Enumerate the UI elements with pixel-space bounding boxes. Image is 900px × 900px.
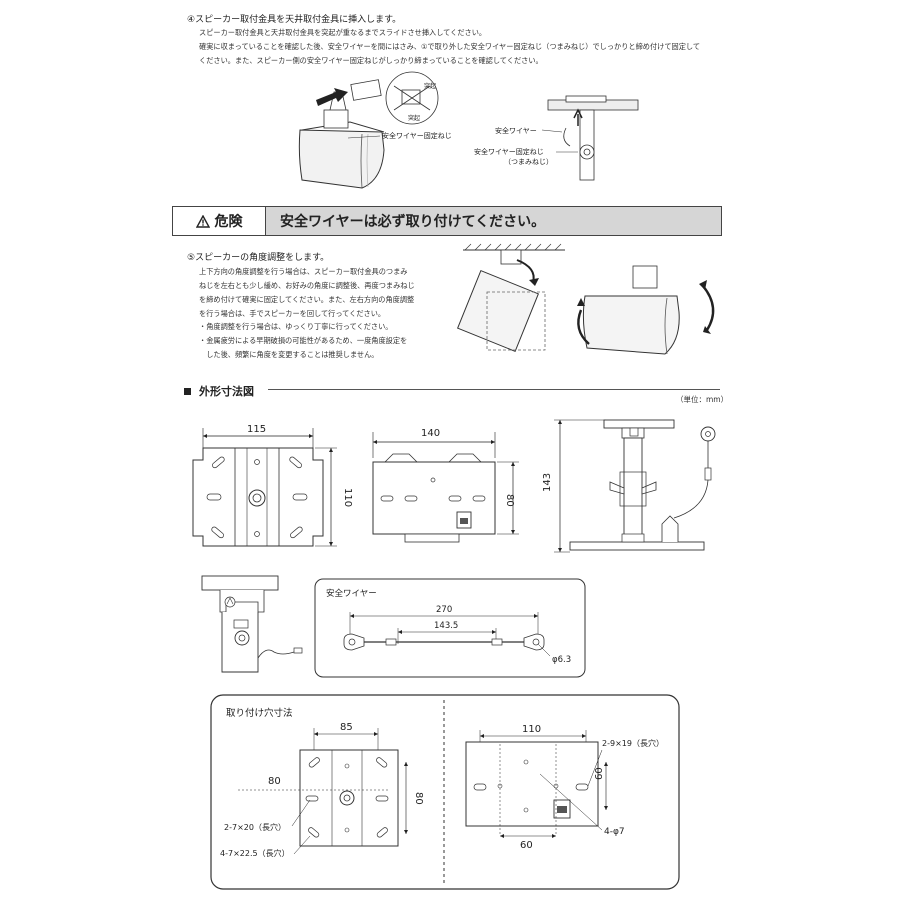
speaker-figure	[298, 91, 385, 189]
front-height-label: 110	[342, 488, 353, 507]
section-divider	[268, 389, 720, 390]
unit-label: （単位：mm）	[676, 395, 729, 404]
warning-triangle-icon	[195, 214, 210, 228]
section-title-text: 外形寸法図	[199, 385, 254, 398]
small-side-view-drawing	[201, 575, 303, 673]
danger-banner: 危険 安全ワイヤーは必ず取り付けてください。	[172, 206, 722, 236]
left-height-label: 80	[413, 792, 424, 805]
step4-line: スピーカー取付金具と天井取付金具を突起が重なるまでスライドさせ挿入してください。	[199, 28, 487, 37]
bump-label: 突起	[424, 82, 436, 90]
step5-line: を行う場合は、手でスピーカーを回して行ってください。	[199, 309, 386, 318]
mounting-title: 取り付け穴寸法	[226, 707, 293, 719]
step5-line: ねじを左右とも少し緩め、お好みの角度に調整後、再度つまみねじ	[199, 281, 415, 290]
step5-note: ・角度調整を行う場合は、ゆっくり丁寧に行ってください。	[199, 322, 393, 331]
step5-title: ⑤スピーカーの角度調整をします。	[187, 253, 330, 263]
right-hole-label: 4-φ7	[604, 827, 625, 837]
knob-screw-label: （つまみねじ）	[504, 158, 553, 166]
step5-line: 上下方向の角度調整を行う場合は、スピーカー取付金具のつまみ	[199, 267, 408, 276]
ceiling-hatch	[463, 243, 565, 251]
step5-note: した後、頻繁に角度を変更することは推奨しません。	[199, 350, 379, 359]
right-height-label: 60	[594, 767, 605, 780]
step4-illustration: 突起 突起 安全ワイヤー固定ねじ 安全ワイヤー 安全ワイヤー固定ねじ （つまみね…	[298, 71, 639, 189]
left-offset-label: 80	[268, 776, 281, 787]
section-title: 外形寸法図	[184, 383, 254, 399]
right-width-label: 110	[522, 724, 541, 735]
top-width-label: 140	[421, 428, 440, 439]
mounting-holes-box: 取り付け穴寸法 85 80 80 2-7×20（長穴） 4-7×22.5（長穴）…	[210, 694, 680, 890]
wire-total-label: 270	[436, 605, 452, 615]
wire-screw-label: 安全ワイヤー固定ねじ	[382, 131, 452, 140]
danger-label: 危険	[214, 214, 243, 230]
safety-wire-title: 安全ワイヤー	[326, 588, 377, 599]
section-bullet-icon	[184, 387, 191, 395]
wire-inner-label: 143.5	[434, 621, 458, 631]
right-bottom-label: 60	[520, 840, 533, 851]
top-height-label: 80	[504, 494, 515, 507]
right-slot-label: 2-9×19（長穴）	[602, 738, 664, 748]
top-view-drawing: 140 80	[372, 428, 519, 543]
step5-note: ・金属疲労による早期破損の可能性があるため、一度角度設定を	[199, 336, 408, 345]
step4-line: ください。また、スピーカー側の安全ワイヤー固定ねじがしっかり締まっていることを確…	[199, 56, 543, 65]
step5-notes: ・角度調整を行う場合は、ゆっくり丁寧に行ってください。 ・金属疲労による早期破損…	[199, 320, 407, 362]
wire-hole-label: φ6.3	[552, 655, 571, 665]
front-width-label: 115	[247, 424, 266, 435]
side-height-label: 143	[542, 473, 553, 492]
arrow-icon	[316, 88, 348, 106]
bump-label: 突起	[408, 114, 420, 122]
wire-screw-label-2: 安全ワイヤー固定ねじ	[474, 147, 544, 156]
step4-body: スピーカー取付金具と天井取付金具を突起が重なるまでスライドさせ挿入してください。…	[199, 26, 700, 68]
front-view-drawing: 115 110	[192, 424, 353, 547]
left-slot-b-label: 4-7×22.5（長穴）	[220, 848, 290, 858]
step5-illustration	[456, 243, 715, 355]
ceiling-bracket-figure	[547, 95, 639, 181]
step5-body: 上下方向の角度調整を行う場合は、スピーカー取付金具のつまみ ねじを左右とも少し緩…	[199, 265, 415, 321]
left-slot-a-label: 2-7×20（長穴）	[224, 822, 286, 832]
safety-wire-label: 安全ワイヤー	[495, 126, 537, 135]
danger-message: 安全ワイヤーは必ず取り付けてください。	[280, 214, 546, 230]
safety-wire-box: 安全ワイヤー 270 143.5 φ6.3	[314, 578, 586, 678]
step5-line: を締め付けて確実に固定してください。また、左右方向の角度調整	[199, 295, 415, 304]
step4-line: 確実に収まっていることを確認した後、安全ワイヤーを間にはさみ、①で取り外した安全…	[199, 42, 701, 51]
side-view-drawing: 143	[542, 419, 716, 553]
step4-title: ④スピーカー取付金具を天井取付金具に挿入します。	[187, 15, 402, 25]
left-width-label: 85	[340, 722, 353, 733]
